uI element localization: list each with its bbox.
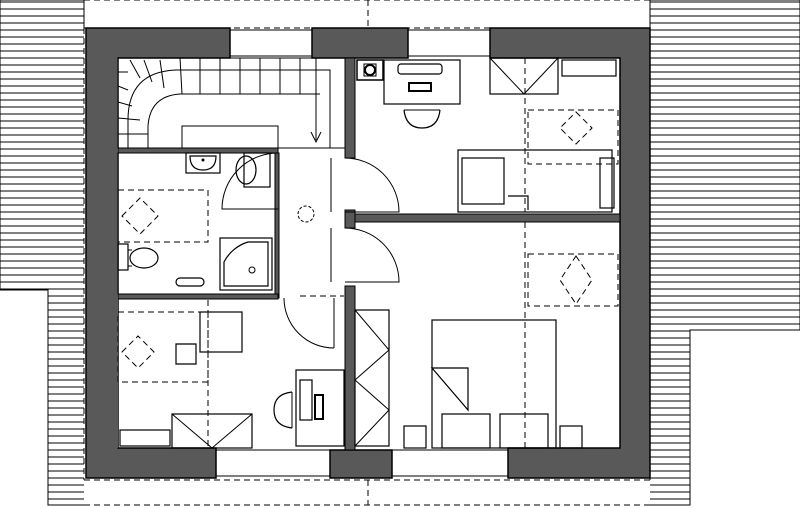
bathroom (117, 152, 276, 295)
bed-icon (403, 319, 583, 449)
door-swing-icon (221, 152, 400, 349)
desk-icon (295, 369, 345, 447)
roof-left-edge (0, 0, 84, 506)
chimney-icon (356, 59, 384, 81)
shower-icon (219, 237, 273, 291)
radiator-icon (175, 277, 205, 287)
velux-window-icon (527, 253, 619, 307)
wardrobe-icon (489, 57, 559, 95)
roof-right-edge (650, 0, 800, 506)
wardrobe-icon (354, 309, 390, 447)
hallway (221, 152, 400, 349)
bedroom (383, 57, 619, 213)
desk-icon (383, 59, 461, 105)
chair-icon (273, 391, 293, 429)
ceiling-light-icon (297, 205, 315, 223)
bed-icon (117, 311, 243, 383)
toilet-top-icon (235, 152, 271, 188)
velux-window-icon (527, 109, 619, 165)
velux-window-icon (117, 189, 209, 243)
roof-right (650, 0, 800, 506)
wardrobe-icon (171, 413, 253, 449)
bed-icon (457, 149, 615, 213)
sink-icon (185, 152, 221, 174)
staircase (117, 57, 346, 149)
toilet-icon (117, 243, 159, 271)
roof-left (0, 0, 84, 506)
study-bedroom (117, 300, 345, 449)
radiator-icon (119, 429, 171, 447)
chair-icon (403, 109, 441, 129)
radiator-icon (561, 59, 617, 77)
master-bedroom (354, 222, 619, 449)
